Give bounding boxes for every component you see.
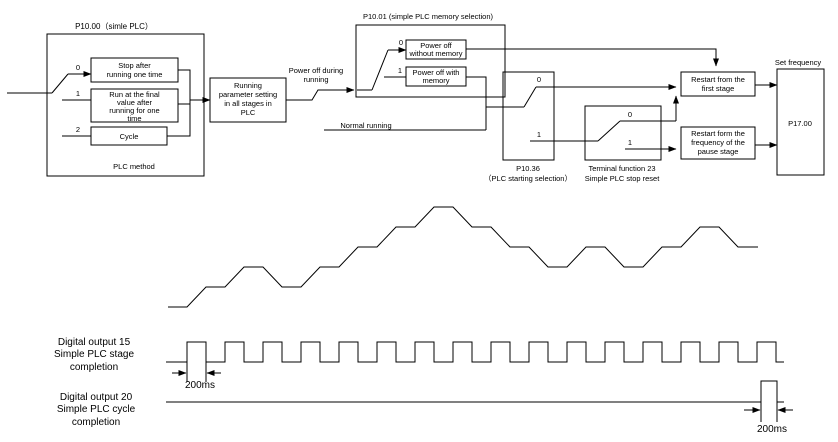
stop-reset-frame bbox=[584, 105, 662, 161]
svg-text:0: 0 bbox=[537, 75, 541, 84]
svg-text:Power off: Power off bbox=[420, 41, 452, 50]
svg-text:1: 1 bbox=[537, 130, 541, 139]
stop-reset-switch-lever bbox=[597, 120, 621, 142]
memory-selection-group: P10.01 (simple PLC memory selection) 0 1… bbox=[355, 12, 506, 98]
svg-text:running: running bbox=[303, 75, 328, 84]
running-parameter-box: Running parameter setting in all stages … bbox=[209, 77, 287, 123]
plc-method-group: P10.00（simle PLC） 0 1 2 Stop after runni… bbox=[7, 22, 211, 177]
svg-text:memory: memory bbox=[422, 76, 449, 85]
svg-text:frequency of the: frequency of the bbox=[691, 138, 745, 147]
svg-text:completion: completion bbox=[70, 362, 118, 373]
memory-frame bbox=[355, 24, 506, 98]
stop-reset-group: 0 1 Terminal function 23 Simple PLC stop… bbox=[584, 95, 679, 183]
svg-text:running for one: running for one bbox=[109, 106, 159, 115]
svg-text:parameter setting: parameter setting bbox=[219, 90, 277, 99]
cycle-output-label: Digital output 20 bbox=[60, 392, 133, 403]
svg-text:Simple PLC stop reset: Simple PLC stop reset bbox=[585, 174, 661, 183]
stage-pulse-width-label: 200ms bbox=[185, 380, 215, 391]
set-frequency-group: Set frequency P17.00 bbox=[775, 58, 825, 176]
method-switch-lever bbox=[51, 73, 69, 94]
svg-text:0: 0 bbox=[399, 38, 403, 47]
svg-text:Restart from the: Restart from the bbox=[691, 75, 745, 84]
cycle-pulse-train bbox=[166, 380, 784, 403]
svg-text:in all stages in: in all stages in bbox=[224, 99, 272, 108]
stop-after-one-time-box bbox=[90, 57, 179, 83]
svg-text:value after: value after bbox=[117, 98, 153, 107]
svg-text:Run at the final: Run at the final bbox=[109, 90, 160, 99]
svg-text:time: time bbox=[127, 114, 141, 123]
plc-method-caption: PLC method bbox=[113, 162, 155, 171]
svg-text:（PLC starting selection）: （PLC starting selection） bbox=[484, 174, 572, 183]
svg-text:P10.36: P10.36 bbox=[516, 164, 540, 173]
frequency-waveform bbox=[168, 206, 758, 308]
svg-text:1: 1 bbox=[628, 138, 632, 147]
restart-pause-stage-box: Restart form the frequency of the pause … bbox=[680, 126, 756, 160]
svg-text:completion: completion bbox=[72, 417, 120, 428]
memory-title: P10.01 (simple PLC memory selection) bbox=[363, 12, 494, 21]
svg-text:1: 1 bbox=[398, 66, 402, 75]
set-frequency-title: Set frequency bbox=[775, 58, 822, 67]
memory-switch-lever bbox=[371, 49, 389, 91]
normal-running-label: Normal running bbox=[340, 121, 391, 130]
svg-text:Stop after: Stop after bbox=[118, 61, 151, 70]
method-index-1: 1 bbox=[76, 89, 80, 98]
svg-text:0: 0 bbox=[628, 110, 632, 119]
stage-pulse-train bbox=[166, 341, 784, 363]
cycle-pulse-width-label: 200ms bbox=[757, 424, 787, 435]
svg-text:PLC: PLC bbox=[241, 108, 256, 117]
run-final-value-box bbox=[90, 88, 179, 123]
svg-text:Power off with: Power off with bbox=[413, 68, 460, 77]
svg-text:Simple PLC cycle: Simple PLC cycle bbox=[57, 404, 136, 415]
svg-text:pause stage: pause stage bbox=[698, 147, 739, 156]
start-selection-group: 0 1 P10.36 （PLC starting selection） bbox=[484, 71, 677, 183]
svg-text:Terminal function 23: Terminal function 23 bbox=[588, 164, 655, 173]
svg-text:Simple PLC stage: Simple PLC stage bbox=[54, 349, 134, 360]
svg-text:first stage: first stage bbox=[702, 84, 735, 93]
cycle-output-timing: Digital output 20 Simple PLC cycle compl… bbox=[57, 380, 793, 435]
svg-text:Restart form the: Restart form the bbox=[691, 129, 745, 138]
power-off-label: Power off during bbox=[289, 66, 343, 75]
plc-method-title: P10.00（simle PLC） bbox=[75, 22, 153, 31]
start-switch-lever bbox=[523, 86, 537, 108]
svg-text:Running: Running bbox=[234, 81, 262, 90]
set-frequency-param: P17.00 bbox=[788, 119, 812, 128]
plc-method-frame bbox=[46, 33, 205, 177]
set-frequency-box bbox=[776, 68, 825, 176]
stage-output-label: Digital output 15 bbox=[58, 337, 131, 348]
stage-output-timing: Digital output 15 Simple PLC stage compl… bbox=[54, 337, 784, 391]
svg-text:running one time: running one time bbox=[107, 70, 163, 79]
method-index-0: 0 bbox=[76, 63, 80, 72]
method-index-2: 2 bbox=[76, 125, 80, 134]
restart-first-stage-box: Restart from the first stage bbox=[680, 71, 756, 97]
start-selection-frame bbox=[502, 71, 555, 161]
svg-text:Cycle: Cycle bbox=[120, 132, 139, 141]
svg-text:without memory: without memory bbox=[409, 49, 463, 58]
